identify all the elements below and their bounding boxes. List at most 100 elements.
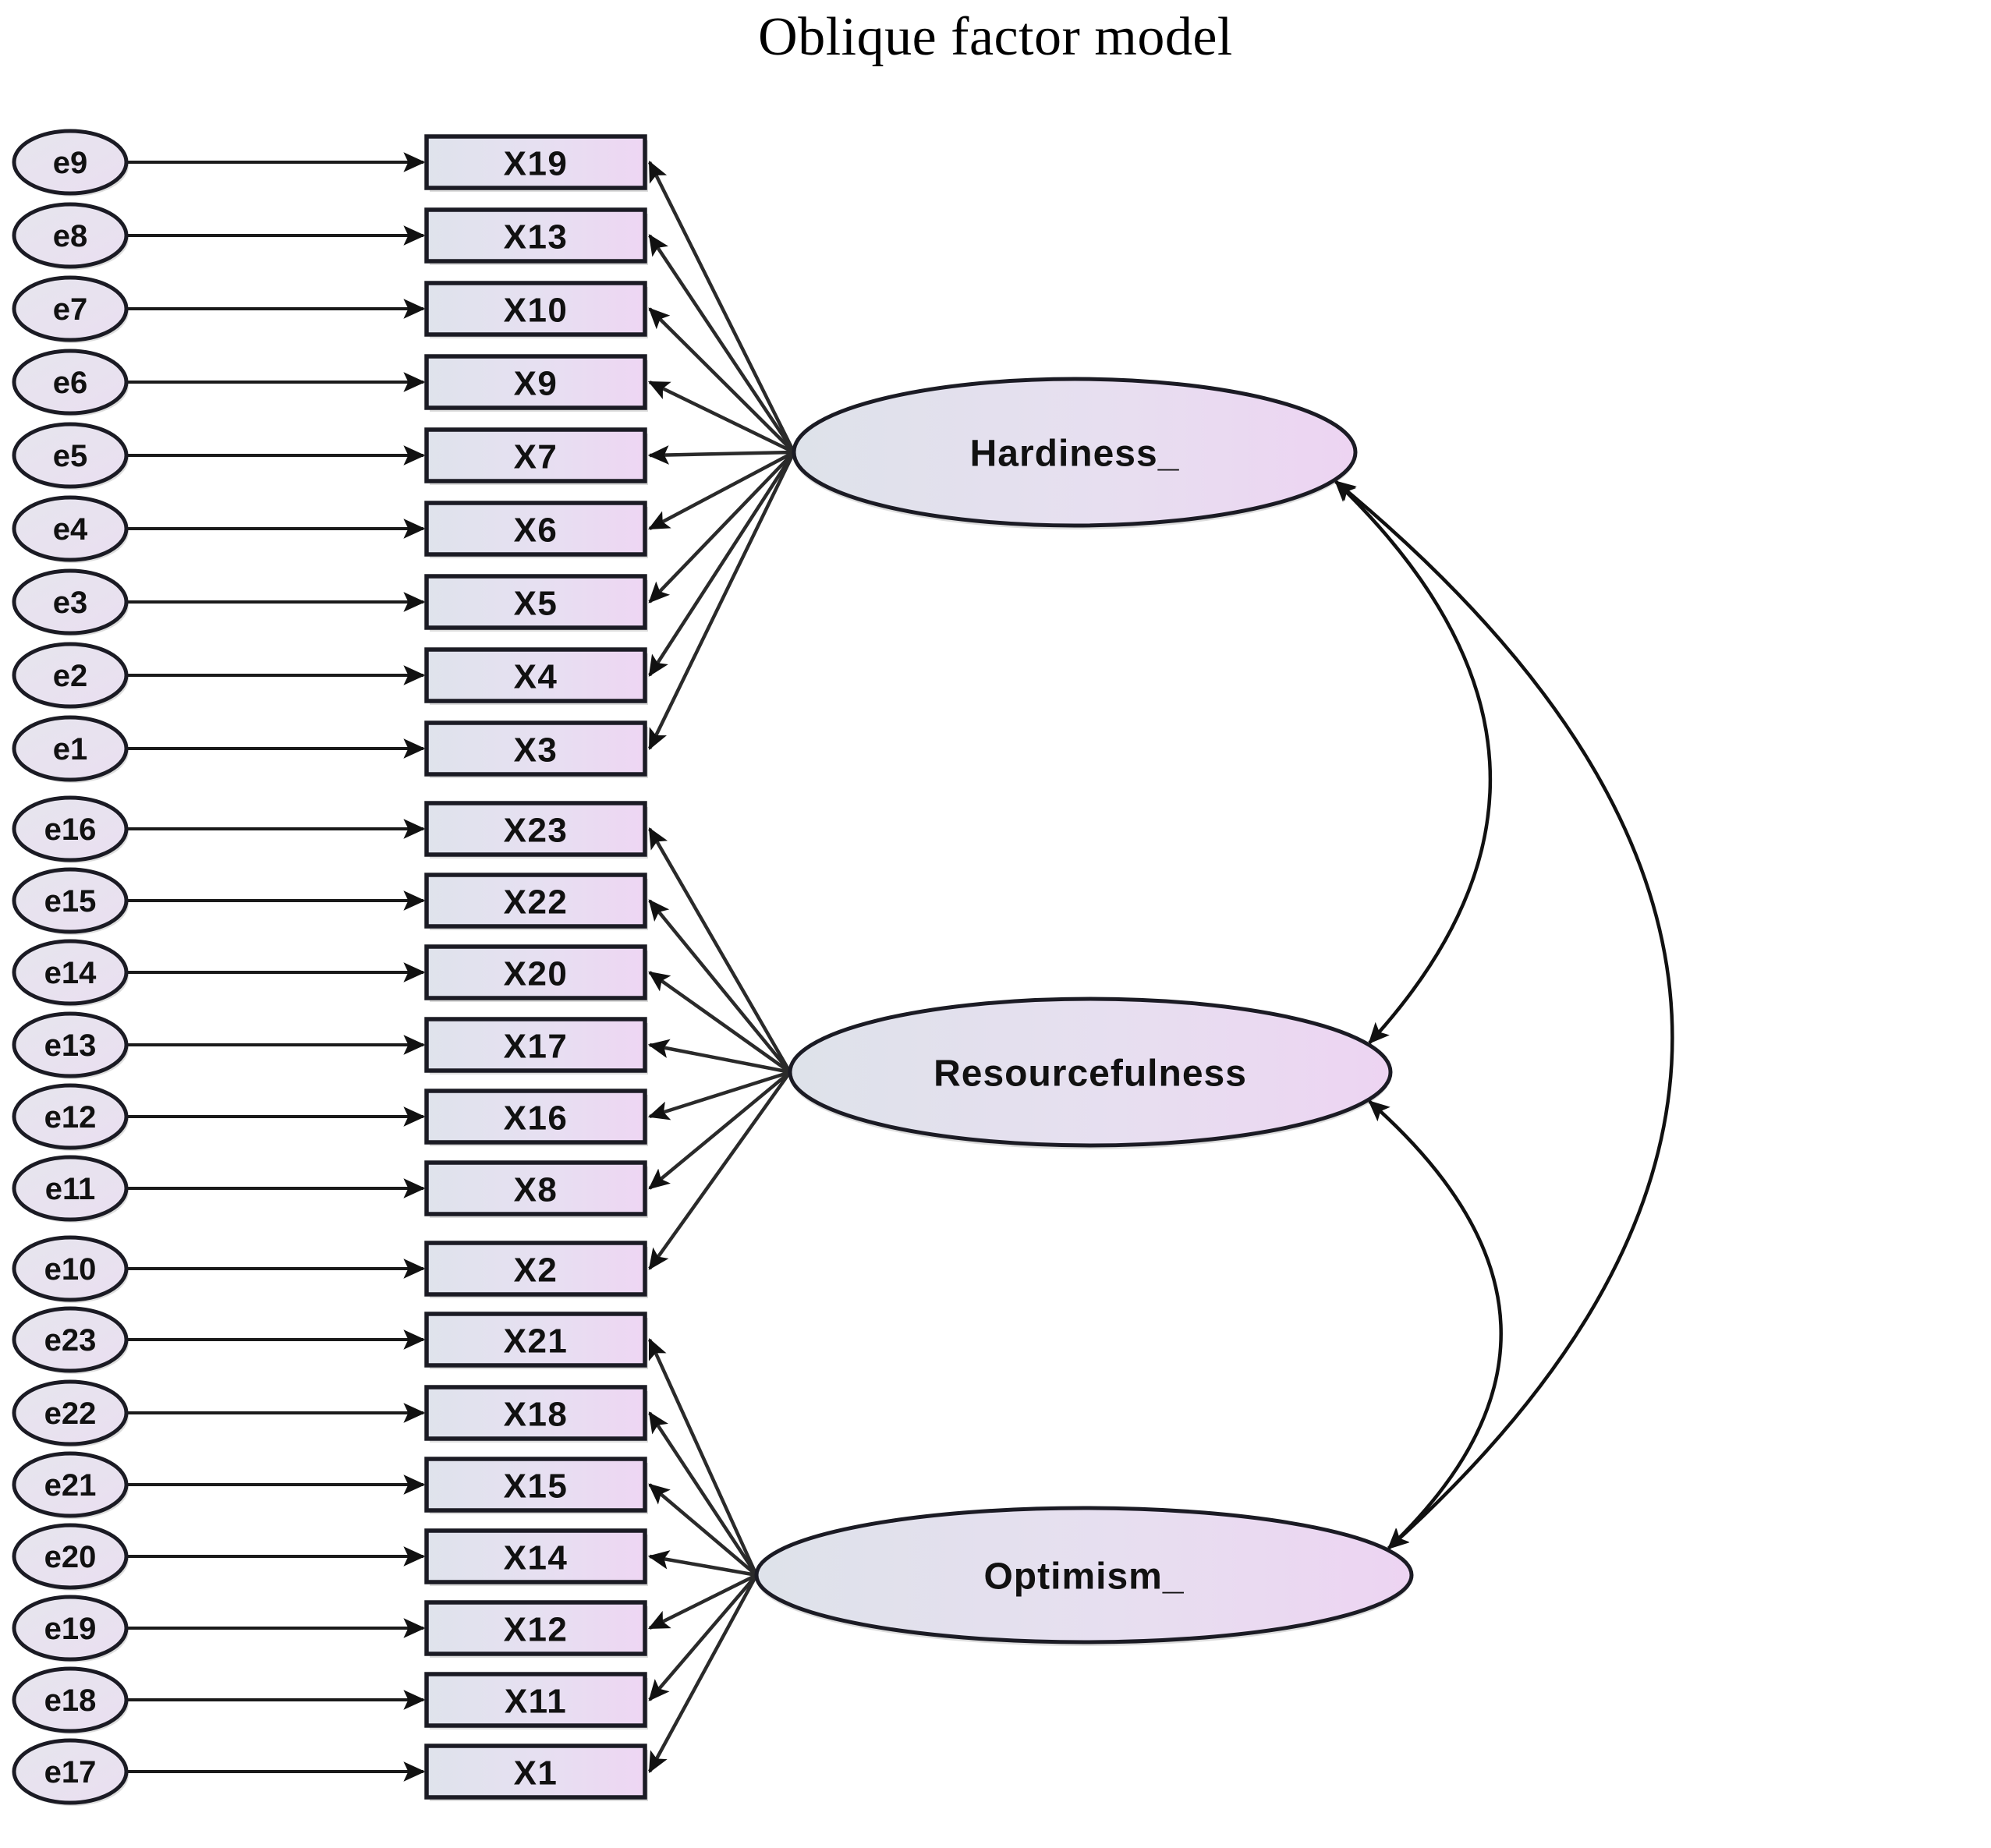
error-label-e1: e1 <box>53 732 88 766</box>
covariance-resourcefulness-optimism[interactable] <box>1368 1099 1503 1550</box>
error-node-e21[interactable]: e21 <box>12 1451 129 1519</box>
error-node-e11[interactable]: e11 <box>12 1155 129 1223</box>
error-label-e12: e12 <box>44 1100 97 1135</box>
error-node-e20[interactable]: e20 <box>12 1523 129 1591</box>
error-node-e7[interactable]: e7 <box>12 275 129 343</box>
error-label-e20: e20 <box>44 1540 97 1574</box>
error-path-layer <box>126 152 426 1782</box>
error-label-e3: e3 <box>53 586 88 620</box>
indicator-node-X13[interactable]: X13 <box>424 207 648 265</box>
indicator-node-X16[interactable]: X16 <box>424 1089 648 1146</box>
error-node-e23[interactable]: e23 <box>12 1306 129 1374</box>
indicator-node-X10[interactable]: X10 <box>424 281 648 338</box>
error-node-e19[interactable]: e19 <box>12 1595 129 1662</box>
error-node-e16[interactable]: e16 <box>12 795 129 863</box>
error-label-e11: e11 <box>45 1172 96 1206</box>
error-label-e8: e8 <box>53 219 88 253</box>
factor-node-resourcefulness[interactable]: Resourcefulness <box>788 997 1393 1149</box>
error-label-e18: e18 <box>44 1683 97 1718</box>
error-node-e2[interactable]: e2 <box>12 642 129 710</box>
error-node-e3[interactable]: e3 <box>12 568 129 636</box>
indicator-node-X1[interactable]: X1 <box>424 1744 648 1801</box>
error-label-e22: e22 <box>44 1397 97 1431</box>
loading-resourcefulness-to-X16 <box>647 1070 791 1120</box>
error-node-e4[interactable]: e4 <box>12 495 129 563</box>
error-node-e1[interactable]: e1 <box>12 715 129 783</box>
indicator-label-X16: X16 <box>504 1099 569 1138</box>
factor-node-hardiness[interactable]: Hardiness_ <box>792 377 1358 529</box>
error-node-e12[interactable]: e12 <box>12 1083 129 1151</box>
indicator-label-X21: X21 <box>504 1322 569 1361</box>
indicator-label-X15: X15 <box>504 1467 569 1506</box>
error-node-e13[interactable]: e13 <box>12 1011 129 1079</box>
factor-label-resourcefulness: Resourcefulness <box>934 1053 1247 1095</box>
error-node-e8[interactable]: e8 <box>12 202 129 270</box>
indicator-node-X17[interactable]: X17 <box>424 1017 648 1074</box>
indicator-label-X12: X12 <box>504 1611 569 1649</box>
indicator-node-X14[interactable]: X14 <box>424 1528 648 1586</box>
loading-hardiness-to-X9 <box>647 380 795 455</box>
loading-hardiness-to-X10 <box>648 307 795 454</box>
error-node-e10[interactable]: e10 <box>12 1235 129 1303</box>
error-label-e7: e7 <box>53 292 88 327</box>
factor-node-optimism[interactable]: Optimism_ <box>754 1506 1414 1646</box>
error-label-e13: e13 <box>44 1028 97 1063</box>
indicator-node-X21[interactable]: X21 <box>424 1312 648 1369</box>
indicator-node-X15[interactable]: X15 <box>424 1457 648 1514</box>
error-label-e10: e10 <box>44 1252 97 1287</box>
indicator-node-X23[interactable]: X23 <box>424 801 648 859</box>
indicator-layer: X19X13X10X9X7X6X5X4X3X23X22X20X17X16X8X2… <box>424 134 648 1801</box>
error-node-e9[interactable]: e9 <box>12 129 129 196</box>
indicator-node-X9[interactable]: X9 <box>424 354 648 412</box>
loading-optimism-to-X15 <box>648 1483 758 1577</box>
indicator-node-X4[interactable]: X4 <box>424 647 648 705</box>
loading-hardiness-to-X7 <box>647 445 795 465</box>
loading-hardiness-to-X19 <box>647 160 796 454</box>
indicator-label-X8: X8 <box>514 1171 558 1209</box>
indicator-label-X4: X4 <box>514 658 558 696</box>
indicator-node-X19[interactable]: X19 <box>424 134 648 192</box>
indicator-node-X8[interactable]: X8 <box>424 1160 648 1218</box>
error-label-e19: e19 <box>44 1612 97 1646</box>
indicator-node-X12[interactable]: X12 <box>424 1600 648 1658</box>
error-label-e17: e17 <box>44 1755 97 1790</box>
indicator-node-X6[interactable]: X6 <box>424 501 648 558</box>
error-node-e6[interactable]: e6 <box>12 349 129 416</box>
indicator-label-X20: X20 <box>504 955 569 993</box>
indicator-node-X7[interactable]: X7 <box>424 427 648 485</box>
loading-path-layer <box>647 160 796 1773</box>
error-node-e14[interactable]: e14 <box>12 939 129 1007</box>
error-node-e18[interactable]: e18 <box>12 1666 129 1734</box>
loading-optimism-to-X12 <box>647 1573 758 1630</box>
indicator-label-X1: X1 <box>514 1754 558 1793</box>
covariance-hardiness-optimism[interactable] <box>1334 480 1674 1550</box>
error-node-e22[interactable]: e22 <box>12 1379 129 1447</box>
covariance-hardiness-resourcefulness[interactable] <box>1334 480 1493 1045</box>
indicator-node-X22[interactable]: X22 <box>424 873 648 930</box>
indicator-node-X5[interactable]: X5 <box>424 574 648 632</box>
indicator-node-X2[interactable]: X2 <box>424 1241 648 1298</box>
error-label-e6: e6 <box>53 366 88 400</box>
factor-label-optimism: Optimism_ <box>983 1556 1184 1598</box>
error-node-e5[interactable]: e5 <box>12 422 129 490</box>
indicator-node-X11[interactable]: X11 <box>424 1672 648 1729</box>
loading-optimism-to-X11 <box>648 1574 758 1701</box>
error-label-e5: e5 <box>53 439 88 473</box>
indicator-node-X3[interactable]: X3 <box>424 720 648 778</box>
loading-optimism-to-X21 <box>647 1337 759 1576</box>
error-node-e17[interactable]: e17 <box>12 1738 129 1806</box>
error-label-e15: e15 <box>44 884 97 919</box>
loading-optimism-to-X14 <box>647 1550 757 1577</box>
error-node-e15[interactable]: e15 <box>12 867 129 935</box>
error-node-layer: e9 e8 e7 e6 e5 e4 e3 e2 e1 e16 e15 e14 e13 e12 e11 e10 e… <box>12 129 129 1806</box>
indicator-label-X19: X19 <box>504 145 569 183</box>
indicator-label-X11: X11 <box>505 1683 567 1721</box>
loading-resourcefulness-to-X22 <box>648 899 792 1074</box>
loading-optimism-to-X18 <box>648 1411 758 1577</box>
indicator-label-X23: X23 <box>504 812 569 850</box>
indicator-node-X20[interactable]: X20 <box>424 944 648 1002</box>
indicator-label-X7: X7 <box>514 438 558 476</box>
loading-hardiness-to-X5 <box>648 451 795 604</box>
indicator-node-X18[interactable]: X18 <box>424 1385 648 1443</box>
